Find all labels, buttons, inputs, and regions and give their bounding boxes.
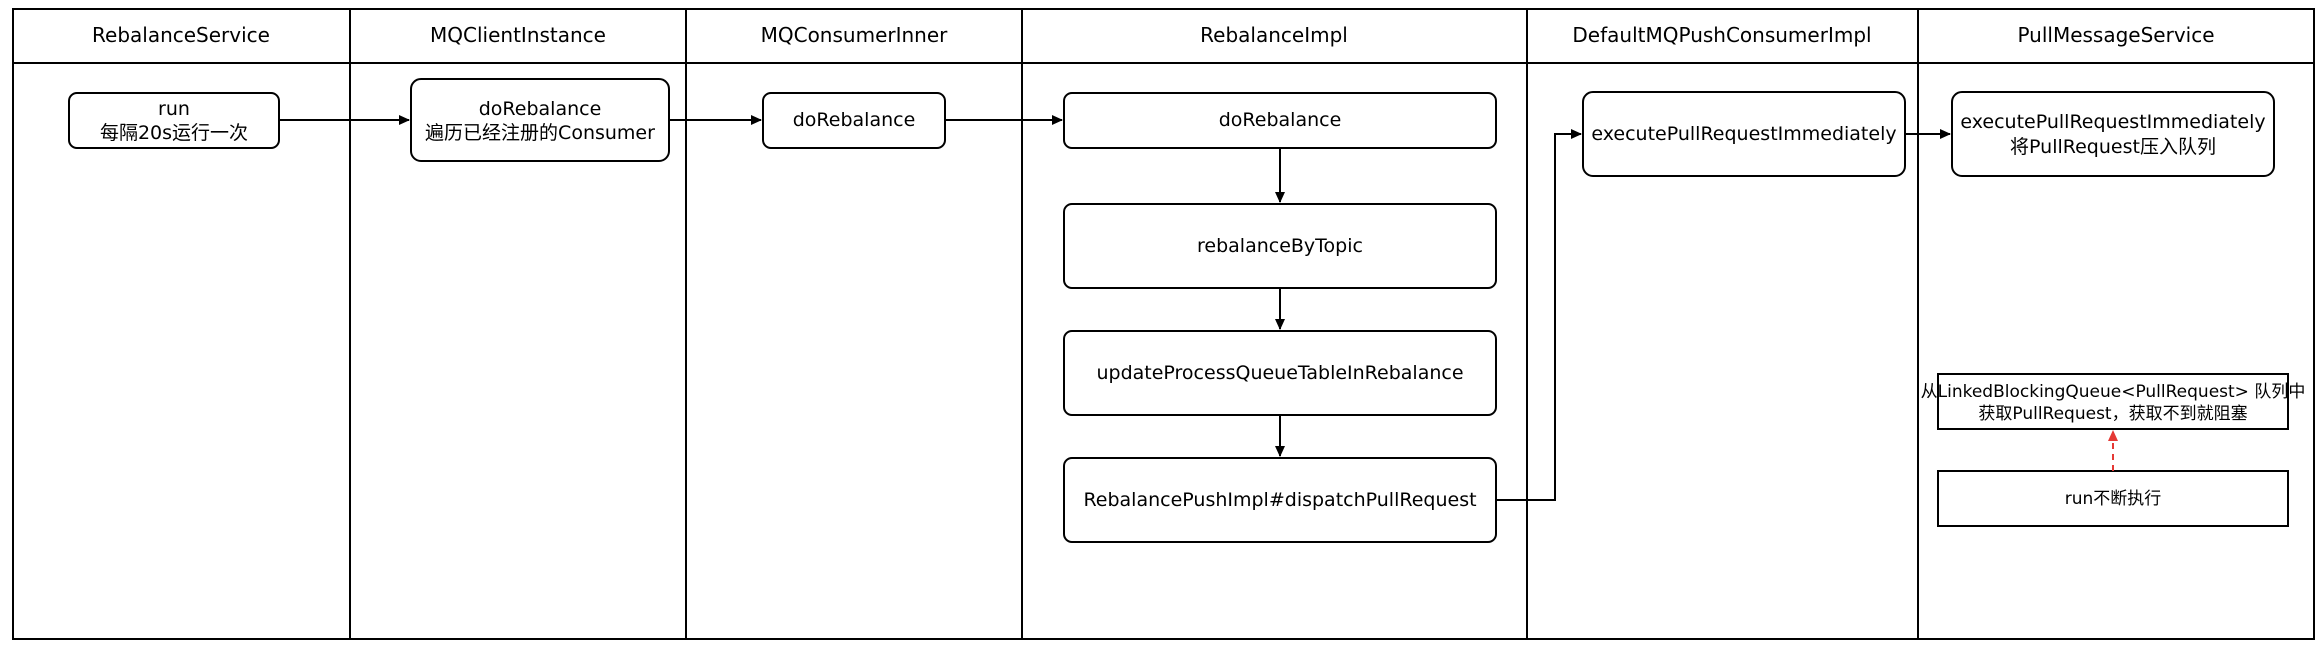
node-take-from-queue-line1: 从LinkedBlockingQueue<PullRequest> 队列中 [1921,382,2306,402]
arrow-dispatch-to-execute [1496,129,1582,501]
node-dispatch-pull-request-title: RebalancePushImpl#dispatchPullRequest [1083,489,1476,511]
node-execute-pull-consumer: executePullRequestImmediately [1582,91,1906,177]
node-run-loop: run不断执行 [1937,470,2289,527]
node-consumer-do-rebalance: doRebalance [762,92,946,149]
node-execute-pull-consumer-title: executePullRequestImmediately [1591,123,1896,145]
node-execute-pull-service: executePullRequestImmediately 将PullReque… [1951,91,2275,177]
node-run-loop-title: run不断执行 [2065,489,2162,509]
node-update-process-queue-table: updateProcessQueueTableInRebalance [1063,330,1497,416]
node-impl-do-rebalance-title: doRebalance [1219,109,1342,131]
node-run-title: run [158,98,190,120]
node-client-do-rebalance-subtitle: 遍历已经注册的Consumer [425,122,655,144]
node-dispatch-pull-request: RebalancePushImpl#dispatchPullRequest [1063,457,1497,543]
lane-header-pull-message-service: PullMessageService [2017,23,2214,47]
lane-header-rebalance-impl: RebalanceImpl [1200,23,1348,47]
node-take-from-queue-line2: 获取PullRequest，获取不到就阻塞 [1978,404,2247,424]
node-consumer-do-rebalance-title: doRebalance [793,109,916,131]
node-take-from-queue: 从LinkedBlockingQueue<PullRequest> 队列中 获取… [1921,373,2306,430]
node-client-do-rebalance: doRebalance 遍历已经注册的Consumer [410,78,670,162]
node-update-process-queue-table-title: updateProcessQueueTableInRebalance [1096,362,1463,384]
node-rebalance-by-topic: rebalanceByTopic [1063,203,1497,289]
diagram-frame [12,8,2315,640]
node-rebalance-by-topic-title: rebalanceByTopic [1197,235,1363,257]
node-run: run 每隔20s运行一次 [68,92,280,149]
lane-header-mq-consumer-inner: MQConsumerInner [761,23,949,47]
node-client-do-rebalance-title: doRebalance [479,98,602,120]
lane-header-mq-client-instance: MQClientInstance [430,23,606,47]
node-execute-pull-service-subtitle: 将PullRequest压入队列 [2010,136,2216,158]
lane-header-rebalance-service: RebalanceService [92,23,270,47]
node-execute-pull-service-title: executePullRequestImmediately [1960,111,2265,133]
node-impl-do-rebalance: doRebalance [1063,92,1497,149]
node-run-subtitle: 每隔20s运行一次 [100,122,248,144]
lane-header-default-mq-push-consumer-impl: DefaultMQPushConsumerImpl [1572,23,1871,47]
lane-grid [12,8,2315,640]
